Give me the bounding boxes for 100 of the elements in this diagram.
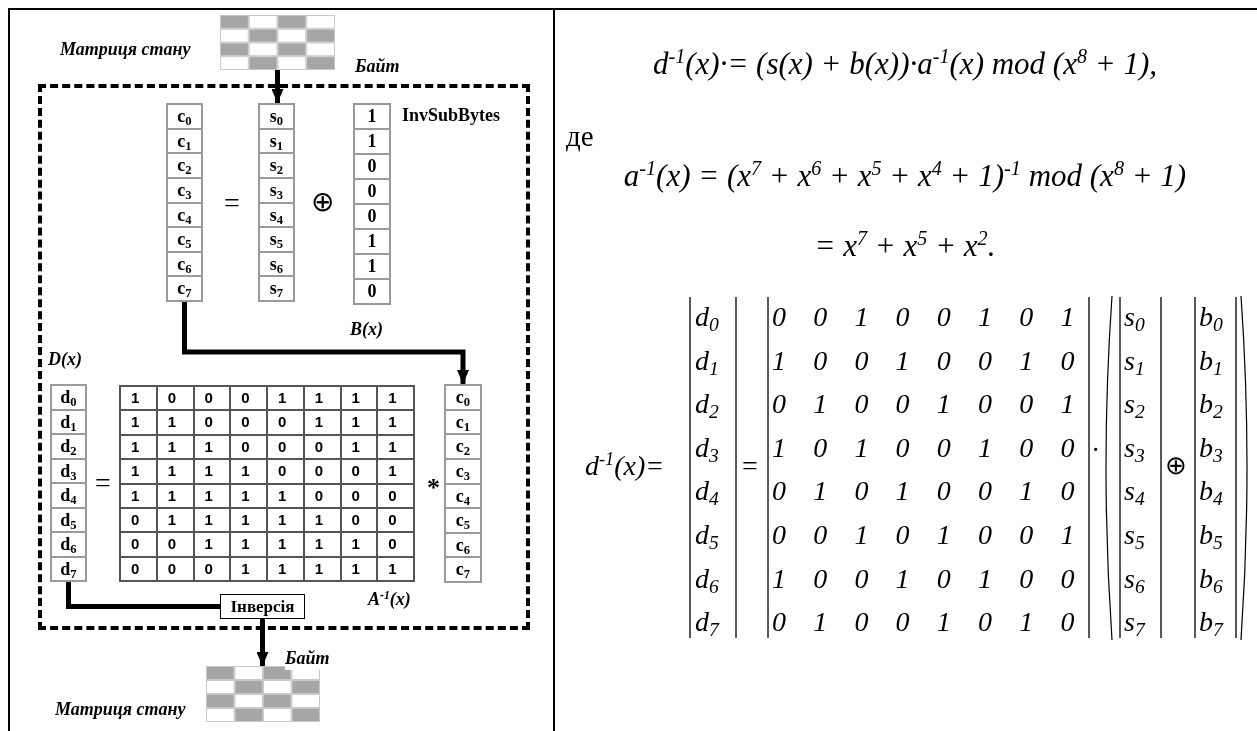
vector-entry: d$_{5}$ xyxy=(51,507,86,532)
matrix-entry: 0 xyxy=(377,483,414,508)
bit-vector xyxy=(353,103,391,305)
matrix-entry: 0 xyxy=(813,430,828,465)
matrix-entry: 1 xyxy=(230,483,267,508)
vector-entry: c$_{3}$ xyxy=(167,177,202,203)
matrix-entry: 0 xyxy=(813,518,828,552)
vector-entry: c$_{0}$ xyxy=(445,385,481,410)
matrix-entry: 0 xyxy=(1019,561,1034,596)
matrix-entry: 0 xyxy=(1060,474,1075,509)
matrix-entry: 0 xyxy=(230,386,267,411)
matrix-entry: 1 xyxy=(978,300,992,334)
edge-label: Байт xyxy=(285,648,330,670)
matrix-entry: 1 xyxy=(936,605,951,640)
vector-entry: 1 xyxy=(354,229,390,254)
matrix-entry: 0 xyxy=(1060,605,1075,640)
matrix-entry: 1 xyxy=(193,459,231,484)
vector-entry: s$_{4}$ xyxy=(1124,474,1145,512)
matrix-entry: 0 xyxy=(230,410,267,435)
vector-entry: s$_{0}$ xyxy=(1124,300,1145,337)
formula: d$^{-1}$(x)= xyxy=(585,448,665,483)
formula: = x$^{7}$ + x$^{5}$ + x$^{2}$. xyxy=(813,228,997,265)
matrix-entry: 0 xyxy=(813,343,828,378)
vector-entry: c$_{4}$ xyxy=(167,202,202,228)
vector-entry: d$_{5}$ xyxy=(695,518,719,555)
matrix-entry: 1 xyxy=(978,561,992,596)
matrix-entry: 0 xyxy=(854,387,869,422)
matrix-entry: 1 xyxy=(813,474,828,509)
vector-entry: d$_{0}$ xyxy=(51,385,86,410)
arrow xyxy=(182,302,469,384)
matrix-entry: 1 xyxy=(978,430,992,465)
matrix-entry: 1 xyxy=(1060,518,1075,552)
matrix-entry: 1 xyxy=(120,434,157,460)
node-caption: B(x) xyxy=(350,318,383,341)
matrix-entry: 1 xyxy=(120,459,157,484)
arrow xyxy=(256,619,269,666)
matrix-entry: 0 xyxy=(895,605,910,640)
vector-entry: d$_{6}$ xyxy=(51,532,86,557)
vector-entry: d$_{2}$ xyxy=(51,434,86,459)
operator-sign: = xyxy=(742,449,758,483)
matrix-entry: 0 xyxy=(772,300,786,334)
vector-entry: 1 xyxy=(354,254,390,279)
matrix-entry: 0 xyxy=(854,474,869,509)
matrix-entry: 0 xyxy=(978,343,992,378)
operator-sign: = xyxy=(224,190,240,218)
matrix-entry: 1 xyxy=(156,410,194,435)
matrix-entry: 1 xyxy=(193,532,231,557)
vector-entry: c$_{7}$ xyxy=(167,276,202,301)
bit-vector xyxy=(444,384,482,583)
vector-entry: b$_{6}$ xyxy=(1199,561,1223,599)
bit-matrix xyxy=(119,385,415,582)
vector-entry: d$_{3}$ xyxy=(695,430,719,468)
matrix-entry: 1 xyxy=(156,459,194,484)
matrix-entry: 1 xyxy=(1019,474,1034,509)
matrix-entry: 1 xyxy=(1019,343,1034,378)
vector-entry: d$_{3}$ xyxy=(51,458,86,483)
matrix-entry: 1 xyxy=(377,410,414,435)
vector-entry: d$_{6}$ xyxy=(695,561,719,599)
node-caption: A$^{-1}$(x) xyxy=(368,588,411,611)
matrix-entry: 1 xyxy=(340,410,378,435)
operator-sign: = xyxy=(95,470,111,498)
vector-entry: b$_{2}$ xyxy=(1199,387,1223,425)
matrix-entry: 0 xyxy=(1060,343,1075,378)
matrix-entry: 1 xyxy=(377,386,414,411)
vector-entry: c$_{1}$ xyxy=(167,128,202,154)
vector-entry: s$_{2}$ xyxy=(1124,387,1145,425)
matrix-entry: 0 xyxy=(1019,387,1034,422)
vector-entry: c$_{5}$ xyxy=(167,227,202,252)
matrix-entry: 1 xyxy=(377,434,414,460)
matrix-entry: 1 xyxy=(377,459,414,484)
matrix-entry: 1 xyxy=(854,430,869,465)
matrix-entry: 1 xyxy=(813,605,828,640)
matrix-entry: 1 xyxy=(340,532,378,557)
matrix-entry: 0 xyxy=(1019,430,1034,465)
bit-vector xyxy=(166,103,203,302)
connector-line xyxy=(66,582,220,609)
vector-entry: d$_{1}$ xyxy=(695,343,719,381)
vector-entry: 0 xyxy=(354,179,390,204)
bit-vector xyxy=(258,103,295,302)
matrix-entry: 1 xyxy=(267,386,304,411)
matrix-entry: 1 xyxy=(772,343,786,378)
vector-entry: d$_{4}$ xyxy=(695,474,719,512)
vector-entry: s$_{7}$ xyxy=(1124,605,1145,643)
state-matrix-drawing xyxy=(206,666,320,722)
matrix-entry: 0 xyxy=(156,532,194,557)
matrix-entry: 1 xyxy=(1019,605,1034,640)
matrix-entry: 1 xyxy=(120,483,157,508)
operator-sign: · xyxy=(1091,436,1101,466)
matrix-entry: 0 xyxy=(854,561,869,596)
matrix-entry: 0 xyxy=(895,300,910,334)
matrix-entry: 0 xyxy=(1019,518,1034,552)
node-caption: D(x) xyxy=(48,348,82,371)
matrix-entry: 0 xyxy=(936,474,951,509)
vector-entry: b$_{3}$ xyxy=(1199,430,1223,468)
matrix-entry: 1 xyxy=(303,386,341,411)
matrix-entry: 0 xyxy=(156,386,194,411)
vector-entry: s$_{3}$ xyxy=(259,177,294,203)
state-matrix-drawing xyxy=(220,15,335,70)
matrix-entry: 0 xyxy=(120,556,157,581)
vector-entry: 0 xyxy=(354,279,390,304)
